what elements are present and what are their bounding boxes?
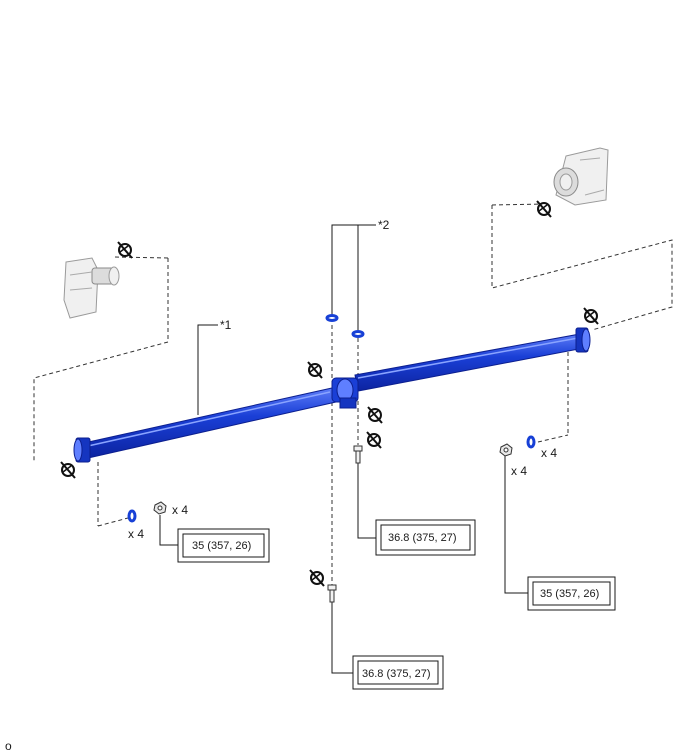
torque-spec-center-bolt: 36.8 (375, 27) [352, 655, 444, 690]
rear-differential [553, 147, 609, 206]
reference-code: o [5, 739, 12, 753]
match-mark-icon [60, 461, 76, 479]
match-mark-icon [366, 431, 382, 449]
callout-2-leader [331, 224, 376, 315]
right-flange-dash-top [491, 203, 546, 206]
propeller-shaft [73, 327, 591, 463]
center-bolt-leader [331, 602, 354, 674]
qty-label-nut-left: x 4 [172, 503, 188, 517]
left-flange-dash-top [114, 256, 169, 259]
bolt-icon [327, 584, 337, 603]
match-mark-icon [583, 307, 599, 325]
right-nut-leader [504, 455, 528, 594]
bolt-icon [353, 445, 363, 464]
callout-label-2: *2 [378, 218, 390, 232]
nut-icon [153, 501, 167, 515]
qty-label-gasket-right: x 4 [541, 446, 557, 460]
nut-icon [499, 443, 513, 457]
callout-label-1: *1 [220, 318, 232, 332]
match-mark-icon [536, 200, 552, 218]
left-nut-leader [159, 515, 180, 546]
torque-spec-left-flange: 35 (357, 26) [177, 528, 270, 563]
svg-text:36.8 (375, 27): 36.8 (375, 27) [388, 532, 457, 544]
right-lower-dash-h [537, 434, 569, 443]
left-flange-dash-outline [33, 258, 169, 463]
center-bearing-leader [357, 462, 378, 539]
match-mark-icon [117, 241, 133, 259]
match-mark-icon [307, 361, 323, 379]
transmission-housing [63, 257, 120, 319]
svg-text:36.8 (375, 27): 36.8 (375, 27) [362, 668, 431, 680]
qty-label-nut-right: x 4 [511, 464, 527, 478]
svg-text:35 (357, 26): 35 (357, 26) [192, 540, 251, 552]
callout-1-leader [197, 324, 218, 415]
gasket-ring-icon [325, 314, 339, 322]
svg-text:35 (357, 26): 35 (357, 26) [540, 588, 599, 600]
gasket-ring-icon [127, 509, 137, 523]
left-lower-dash-h [97, 517, 129, 527]
qty-label-gasket-left: x 4 [128, 527, 144, 541]
torque-spec-right-flange: 35 (357, 26) [527, 576, 616, 611]
torque-spec-center-bearing: 36.8 (375, 27) [375, 519, 476, 556]
right-flange-dash-outline [491, 205, 673, 331]
gasket-ring-icon [351, 330, 365, 338]
gasket-ring-icon [526, 435, 536, 449]
match-mark-icon [309, 569, 325, 587]
match-mark-icon [367, 406, 383, 424]
